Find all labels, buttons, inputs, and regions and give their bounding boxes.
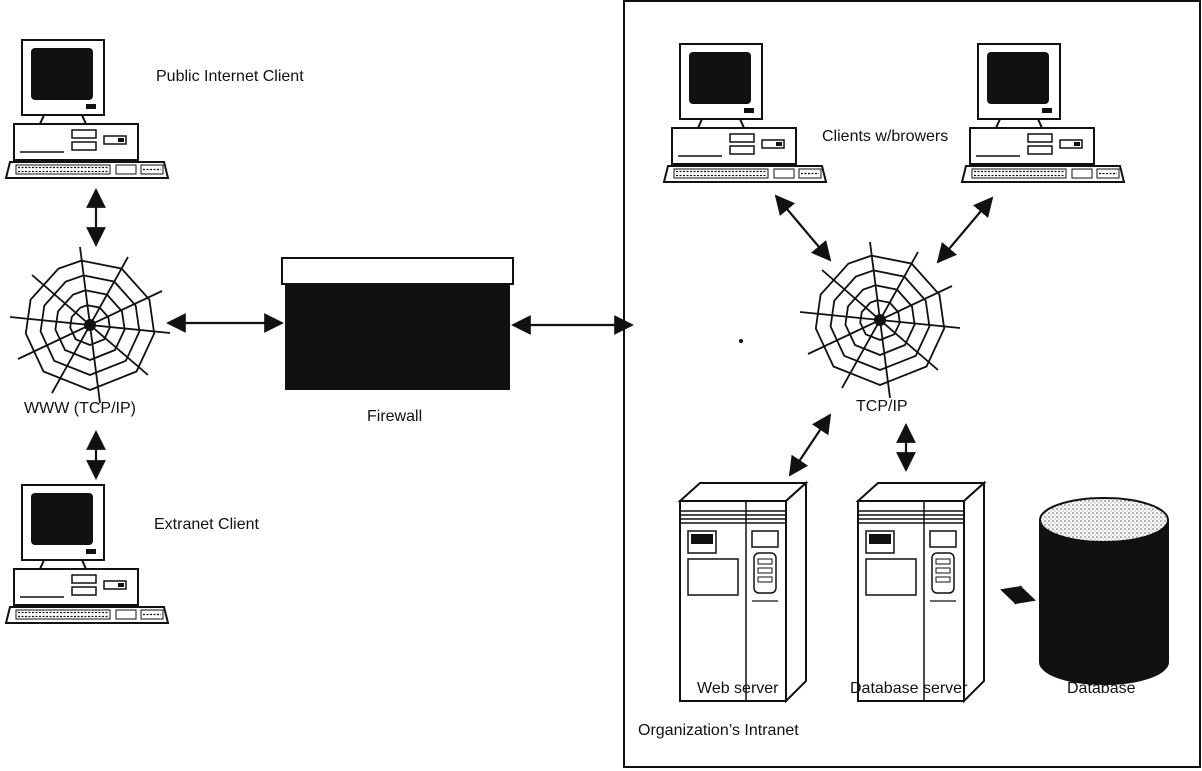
- extranet-client-label: Extranet Client: [154, 516, 259, 533]
- database-server-tower: [857, 482, 985, 702]
- web-server-tower: [679, 482, 807, 702]
- stray-dot: [739, 339, 743, 343]
- clients-label: Clients w/browers: [822, 128, 949, 145]
- web-server-label: Web server: [697, 680, 779, 697]
- public-internet-client-computer: [5, 39, 169, 179]
- public-internet-client-label: Public Internet Client: [156, 68, 304, 85]
- database-server-label: Database server: [850, 680, 968, 697]
- browser-client-computer-2: [961, 43, 1125, 183]
- www-label: WWW (TCP/IP): [24, 400, 136, 417]
- arrow-client1-tcpip: [774, 194, 832, 262]
- www-network-web: [9, 246, 171, 404]
- browser-client-computer-1: [663, 43, 827, 183]
- firewall-label: Firewall: [367, 408, 423, 425]
- tcpip-network-web: [799, 241, 961, 399]
- tcpip-label: TCP/IP: [856, 398, 908, 415]
- arrow-tcpip-web-server: [788, 413, 832, 477]
- arrow-client2-tcpip: [936, 196, 994, 264]
- database-label: Database: [1067, 680, 1136, 697]
- intranet-boundary: [623, 0, 1201, 768]
- extranet-client-computer: [5, 484, 169, 624]
- firewall-device: [281, 257, 514, 390]
- database-cylinder: [1039, 497, 1169, 685]
- intranet-label: Organization’s Intranet: [638, 722, 799, 739]
- arrow-database-server-database: [1000, 585, 1036, 605]
